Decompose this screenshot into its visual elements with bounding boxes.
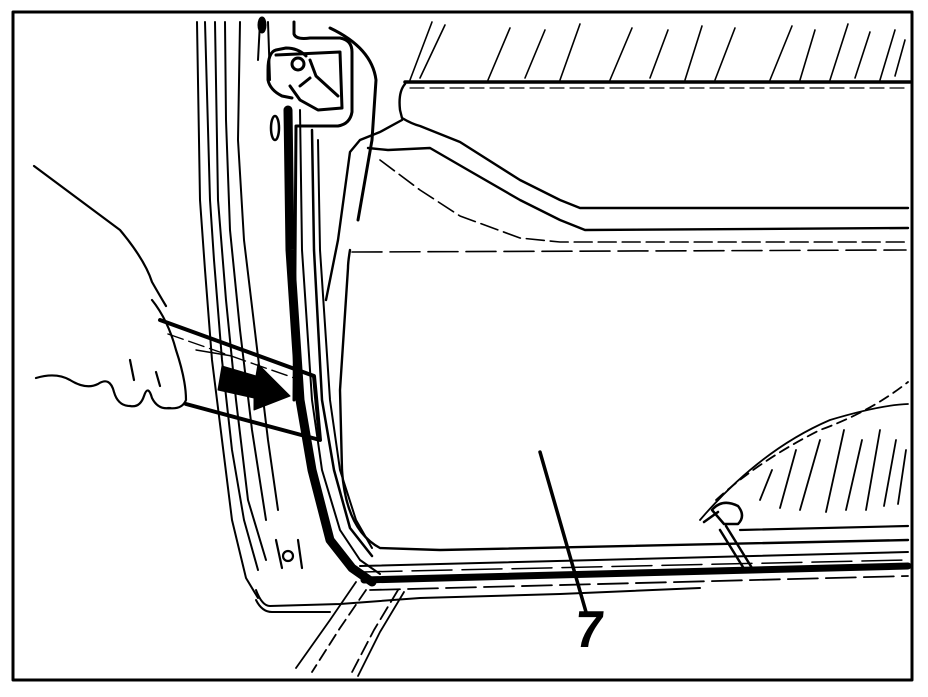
- door-seal-channel: [288, 110, 380, 582]
- prying-tool: [160, 320, 320, 440]
- callout-leader-7: [540, 452, 586, 612]
- floor-sill-strips: [296, 582, 404, 676]
- window-glass-hatching: [410, 22, 905, 80]
- seat-cushion: [700, 382, 908, 530]
- direction-arrow-icon: [218, 364, 290, 410]
- callout-label-7: 7: [571, 601, 607, 659]
- door-sill-moulding: [256, 552, 908, 612]
- door-lock-striker: [259, 18, 376, 400]
- door-trim-panel: [326, 84, 908, 550]
- trim-clip: [704, 503, 752, 572]
- figure-frame: [13, 12, 912, 680]
- door-pillar: [197, 22, 278, 598]
- hand: [34, 166, 186, 408]
- pillar-bolt: [276, 540, 302, 568]
